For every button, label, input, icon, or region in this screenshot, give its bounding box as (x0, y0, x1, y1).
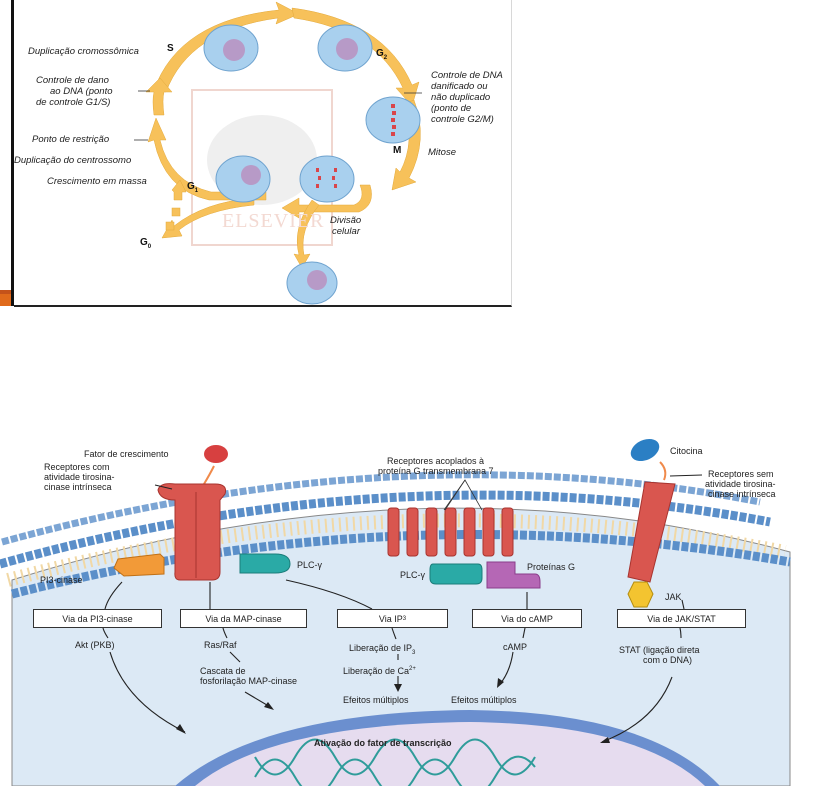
label-restriction-point: Ponto de restrição (32, 134, 110, 145)
label-mass-growth: Crescimento em massa (47, 176, 147, 187)
plc-gamma-protein-1 (239, 553, 291, 574)
label-cell-division-2: celular (332, 226, 360, 237)
phase-label-m: M (393, 145, 402, 156)
label-chromosome-duplication: Duplicação cromossômica (28, 46, 139, 57)
phase-label-g2: G2 (376, 48, 388, 61)
rtk-receptor (157, 483, 226, 581)
label-gpcr-2: proteína G transmembrana 7 (378, 466, 494, 476)
label-nrtk-2: atividade tirosina- (705, 479, 776, 489)
label-ras-raf: Ras/Raf (204, 640, 237, 650)
label-cascade-2: fosforilação MAP-cinase (200, 676, 298, 686)
label-cascade-1: Cascata de (200, 666, 246, 676)
label-akt: Akt (PKB) (75, 640, 115, 650)
pathway-box-map-kinase: Via da MAP-cinase (180, 609, 307, 628)
gpcr-leader-lines (443, 479, 483, 511)
gpcr-receptor (387, 507, 514, 557)
cells (203, 24, 421, 305)
signaling-figure: Fator de crescimento Receptores com ativ… (0, 412, 814, 786)
phase-label-g0: G0 (140, 237, 152, 250)
cell-cycle-figure: S G2 M G1 G0 Duplicação cromossômica Con… (14, 0, 512, 307)
pi3k-protein (113, 553, 165, 577)
label-dna-damage-control-3: de controle G1/S) (36, 97, 111, 108)
watermark-text: ELSEVIER (222, 210, 325, 232)
nucleus-g2 (336, 38, 358, 60)
g0-dash-1 (171, 207, 181, 217)
jak-protein (627, 581, 654, 608)
arrow-division (281, 184, 372, 219)
g-protein (486, 561, 541, 589)
nucleus-daughter (307, 270, 327, 290)
label-camp: cAMP (503, 642, 528, 652)
label-effects-2: Efeitos múltiplos (451, 695, 517, 705)
label-growth-factor: Fator de crescimento (84, 449, 169, 459)
arrow-daughter (293, 199, 320, 269)
plc-gamma-protein-2 (429, 563, 483, 585)
pathway-box-jak-stat: Via de JAK/STAT (617, 609, 746, 628)
label-rtk-1: Receptores com (44, 462, 110, 472)
chromosomes-anaphase (316, 168, 337, 188)
label-ca-release: Liberação de Ca2+ (343, 666, 416, 676)
label-nrtk-1: Receptores sem (708, 469, 774, 479)
label-g2m-control-2: danificado ou (431, 81, 488, 92)
arrow-restriction (145, 77, 173, 116)
label-cytokine: Citocina (670, 446, 703, 456)
cycle-arrows (145, 1, 421, 269)
pathway-box-pi3k: Via da PI3-cinase (33, 609, 162, 628)
label-gpcr-1: Receptores acoplados à (387, 456, 485, 466)
chromosomes-metaphase (391, 104, 396, 136)
nucleus (195, 722, 705, 786)
phase-label-g1: G1 (187, 181, 199, 194)
label-g2m-control-4: (ponto de (431, 103, 472, 114)
arrow-s-phase (153, 1, 300, 93)
label-plc-gamma-1: PLC-γ (297, 560, 323, 570)
label-ip3-release: Liberação de IP3 (349, 643, 416, 656)
label-cell-division-1: Divisão (330, 215, 362, 226)
phase-label-s: S (167, 43, 174, 54)
label-dna-damage-control-1: Controle de dano (36, 75, 109, 86)
non-rtk-receptor (627, 481, 676, 583)
label-effects-1: Efeitos múltiplos (343, 695, 409, 705)
cell-anaphase (299, 155, 355, 203)
label-mitosis: Mitose (428, 147, 456, 158)
signaling-graphic (0, 438, 791, 786)
label-g2m-control-5: controle G2/M) (431, 114, 494, 125)
label-g-proteins: Proteínas G (527, 562, 576, 572)
arrow-g0-up (171, 179, 187, 201)
nucleus-g1 (241, 165, 261, 185)
growth-factor-ligand (204, 445, 228, 463)
slide-accent-tab (0, 290, 11, 306)
pathway-box-camp: Via do cAMP (472, 609, 582, 628)
cytokine-ligand (630, 438, 660, 462)
label-transcription-activation: Ativação do fator de transcrição (314, 738, 452, 748)
g0-dash-2 (165, 221, 175, 231)
arrowheads (176, 678, 610, 743)
label-rtk-3: cinase intrínseca (44, 482, 112, 492)
slide-accent-tab-top (0, 290, 11, 294)
label-pi3k: PI3-cinase (40, 575, 83, 585)
label-jak: JAK (665, 592, 682, 602)
leader-lines (134, 90, 422, 141)
ligand-arrow (203, 465, 215, 485)
label-stat-1: STAT (ligação direta (619, 645, 700, 655)
label-plc-gamma-2: PLC-γ (400, 570, 426, 580)
cytokine-arrow (659, 461, 667, 481)
label-centrosome-duplication: Duplicação do centrossomo (14, 155, 132, 166)
dna-helix (254, 738, 536, 786)
label-dna-damage-control-2: ao DNA (ponto (50, 86, 113, 97)
nucleus-s (223, 39, 245, 61)
label-g2m-control-3: não duplicado (431, 92, 491, 103)
label-rtk-2: atividade tirosina- (44, 472, 115, 482)
label-stat-2: com o DNA) (643, 655, 693, 665)
cell-cycle-graphic (134, 1, 422, 305)
slide-left-border (11, 0, 14, 306)
label-nrtk-3: cinase intrínseca (708, 489, 776, 499)
label-g2m-control-1: Controle de DNA (431, 70, 503, 81)
